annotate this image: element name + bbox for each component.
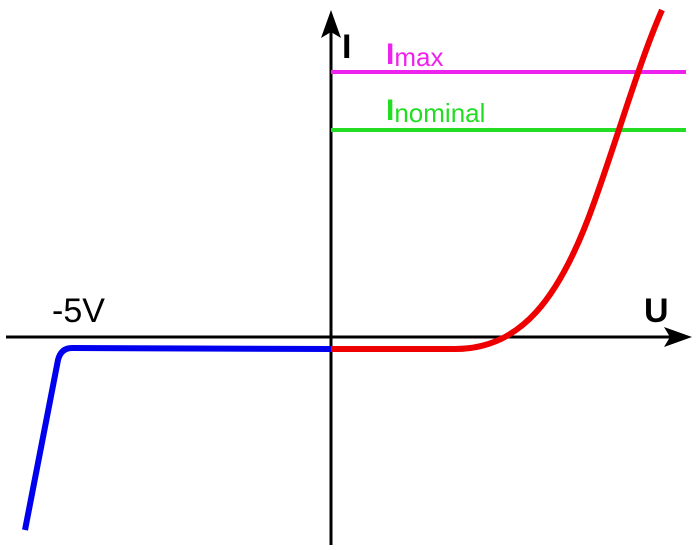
i-nominal-label-main: I (386, 94, 394, 127)
i-max-label-sub: max (394, 42, 443, 72)
i-max-label: Imax (386, 38, 443, 72)
i-nominal-label-sub: nominal (394, 98, 485, 128)
i-axis-arrowhead (321, 10, 341, 38)
u-axis-label: U (644, 292, 669, 330)
i-nominal-label: Inominal (386, 94, 485, 128)
i-max-label-main: I (386, 38, 394, 71)
u-axis-arrowhead (664, 327, 692, 347)
forward-curve (331, 8, 665, 352)
i-axis-label: I (342, 28, 351, 66)
minus-5v-label: -5V (52, 292, 105, 330)
reverse-curve (22, 345, 332, 531)
